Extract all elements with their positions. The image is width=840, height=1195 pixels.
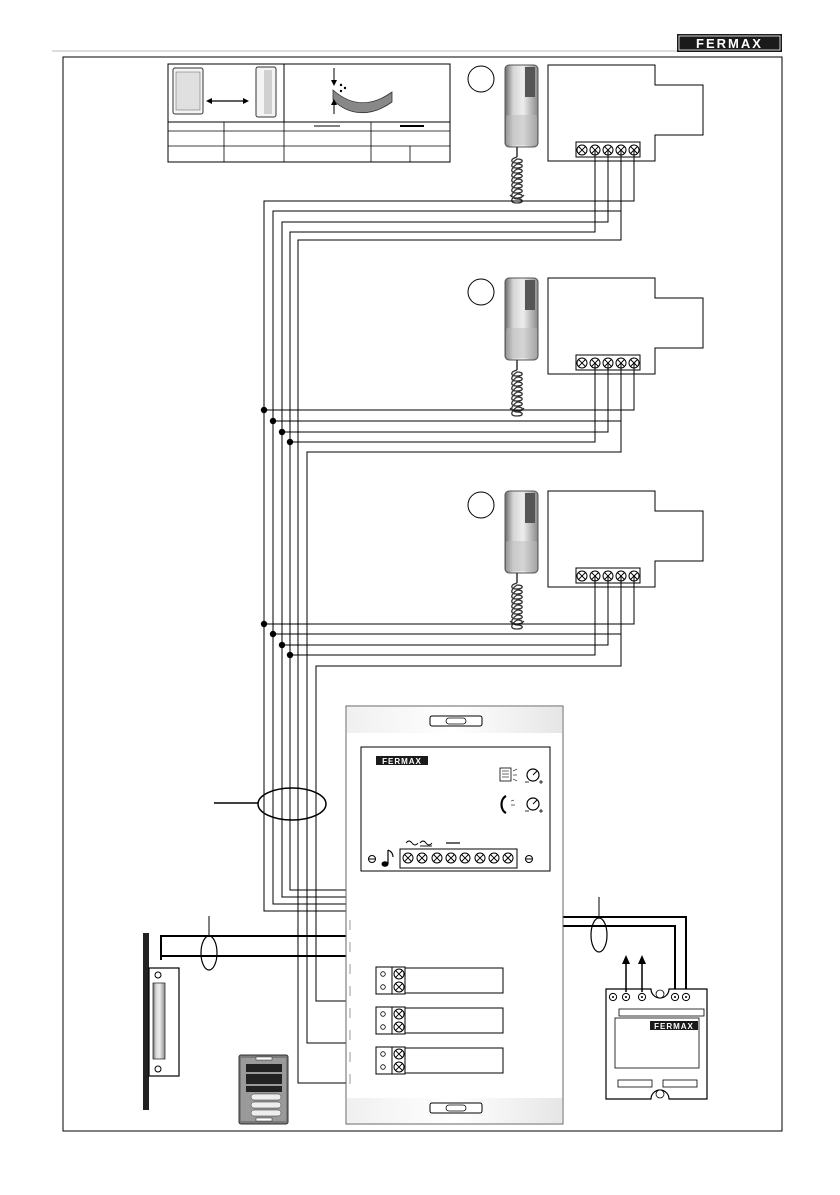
push-button-module[interactable] — [376, 967, 503, 994]
station-1 — [468, 65, 703, 203]
junction-dot — [270, 631, 276, 637]
power-supply: FERMAX — [606, 989, 707, 1099]
fermax-logo: FERMAX — [677, 34, 782, 52]
power-supply-brand: FERMAX — [654, 1022, 694, 1031]
terminal-screw — [394, 982, 404, 992]
name-card — [405, 1048, 503, 1073]
junction-dot — [261, 621, 267, 627]
terminal-screw — [394, 1022, 404, 1032]
station-3 — [468, 491, 703, 629]
terminal-screw — [577, 145, 587, 155]
junction-dot — [279, 642, 285, 648]
screw-icon — [369, 856, 376, 863]
terminal-screw — [489, 853, 499, 863]
junction-dot — [261, 407, 267, 413]
monitor-side-icon — [256, 67, 276, 117]
terminal-screw — [417, 853, 427, 863]
name-card — [405, 968, 503, 993]
terminal-screw — [577, 571, 587, 581]
push-button-module[interactable] — [376, 1007, 503, 1034]
junction-dot — [279, 429, 285, 435]
amplifier-module: FERMAX — [361, 747, 550, 871]
station-marker — [468, 492, 494, 518]
amplifier-brand: FERMAX — [382, 757, 422, 766]
terminal-screw — [432, 853, 442, 863]
door-panel-icon — [173, 68, 203, 114]
name-card — [405, 1008, 503, 1033]
door-panel-thumbnail — [239, 1055, 288, 1124]
handset-icon — [505, 65, 538, 203]
junction-dot — [287, 652, 293, 658]
screw-icon — [526, 856, 533, 863]
terminal-screw — [446, 853, 456, 863]
terminal-screw — [394, 1049, 404, 1059]
station-marker — [468, 279, 494, 305]
lock-cable-ellipse — [201, 936, 217, 970]
station-marker — [468, 66, 494, 92]
wire — [290, 363, 595, 442]
junction-dot — [287, 439, 293, 445]
handset-icon — [505, 278, 538, 416]
power-cable-ellipse — [591, 918, 607, 952]
arrow-up-icon — [622, 955, 630, 992]
legend-box — [168, 64, 450, 162]
wire — [290, 576, 595, 655]
handset-icon — [505, 491, 538, 629]
terminal-screw — [394, 1062, 404, 1072]
header-brand: FERMAX — [696, 36, 763, 51]
terminal-screw — [403, 853, 413, 863]
terminal-screw — [475, 853, 485, 863]
terminal-screw — [394, 1009, 404, 1019]
push-button-module[interactable] — [376, 1047, 503, 1074]
terminal-screw — [460, 853, 470, 863]
terminal-screw — [577, 358, 587, 368]
arrow-up-icon — [638, 955, 646, 992]
station-2 — [468, 278, 703, 416]
terminal-screw — [394, 969, 404, 979]
terminal-screw — [503, 853, 513, 863]
junction-dot — [270, 418, 276, 424]
